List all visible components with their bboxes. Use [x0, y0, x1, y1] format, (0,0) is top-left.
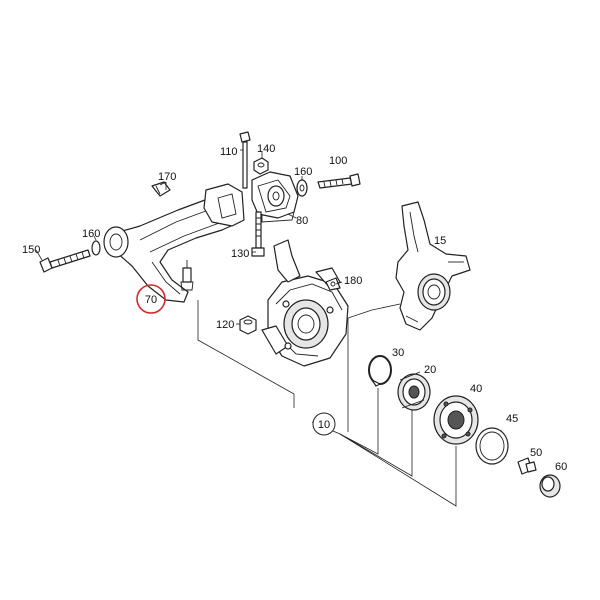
callout-10: 10 [318, 419, 330, 431]
knuckle-part-15 [395, 201, 471, 331]
callout-40: 40 [470, 383, 482, 395]
steering-knuckle-assembly-10 [261, 239, 349, 367]
callout-140: 140 [257, 143, 275, 155]
control-arm [103, 183, 245, 303]
callout-170: 170 [158, 171, 176, 183]
washer-part-160a [91, 240, 101, 256]
callout-45: 45 [506, 413, 518, 425]
mount-bushing-part-80 [251, 171, 299, 223]
nut-part-120 [239, 315, 257, 335]
bolt-part-110 [239, 131, 251, 189]
callout-150: 150 [22, 244, 40, 256]
bolt-part-100 [317, 173, 361, 189]
seal-ring-part-45 [475, 427, 509, 465]
bolt-part-180 [325, 277, 341, 291]
callout-160-lower: 160 [82, 228, 100, 240]
callout-110: 110 [220, 146, 238, 158]
callout-10-circle: 10 [312, 412, 336, 436]
callout-130: 130 [231, 248, 249, 260]
callout-15: 15 [434, 235, 446, 247]
wheel-hub-part-40 [433, 395, 479, 445]
axle-nut-part-50 [517, 457, 537, 475]
callout-labels: 170 110 140 160 100 80 160 150 130 15 18… [22, 143, 567, 473]
callout-70-highlight[interactable]: 70 [136, 284, 166, 314]
bolt-part-150 [39, 249, 91, 273]
callout-80: 80 [296, 215, 308, 227]
callout-100: 100 [329, 155, 347, 167]
snap-ring-part-30 [368, 355, 392, 387]
cap-part-60 [539, 474, 561, 498]
wheel-bearing-part-20 [397, 371, 431, 411]
callout-60: 60 [555, 461, 567, 473]
callout-70: 70 [145, 294, 157, 306]
nut-part-140 [253, 157, 269, 175]
callout-30: 30 [392, 347, 404, 359]
callout-20: 20 [424, 364, 436, 376]
callout-160-upper: 160 [294, 166, 312, 178]
bolt-part-130 [251, 211, 265, 257]
clip-part-170 [151, 181, 171, 197]
callout-120: 120 [216, 319, 234, 331]
callout-180: 180 [344, 275, 362, 287]
callout-50: 50 [530, 447, 542, 459]
washer-part-160b [296, 179, 308, 197]
